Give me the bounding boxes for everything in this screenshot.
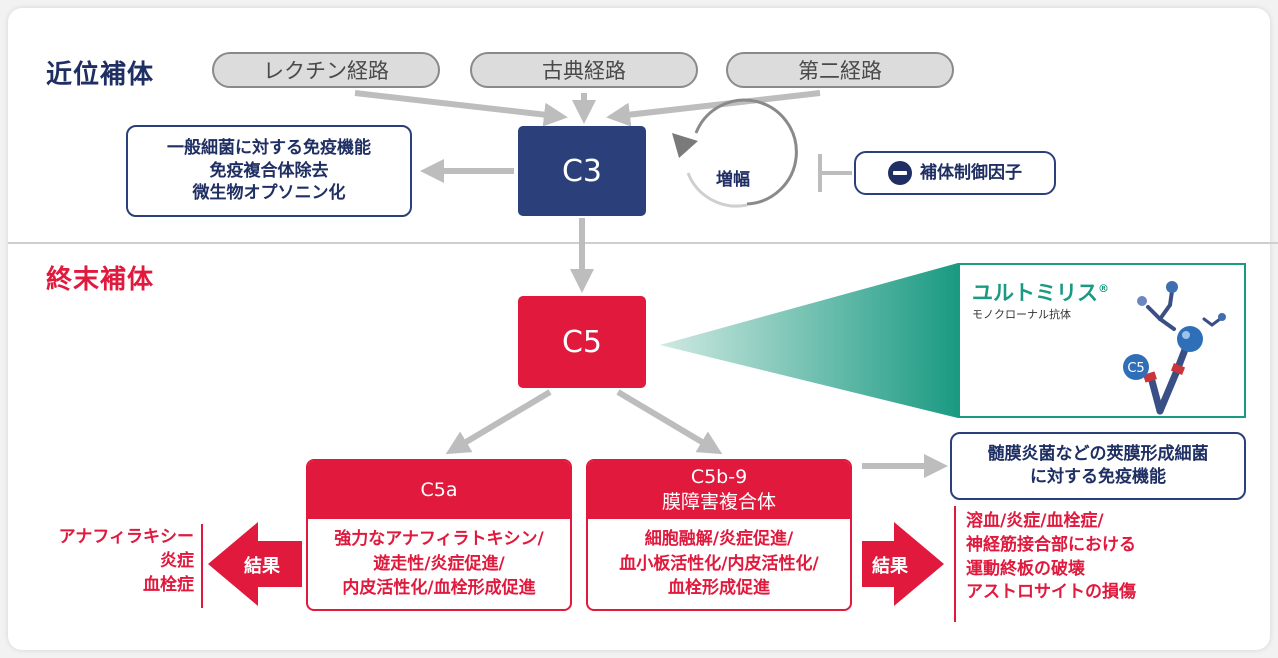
arrow-alternative-to-c3 — [606, 90, 821, 127]
alternative-pathway: 第二経路 — [726, 52, 954, 88]
c5b9-effects: 細胞融解/炎症促進/ 血小板活性化/内皮活性化/ 血栓形成促進 — [588, 519, 850, 609]
c5a-effects: 強力なアナフィラトキシン/ 遊走性/炎症促進/ 内皮活性化/血栓形成促進 — [308, 519, 570, 609]
c5b9-effect-item: 細胞融解/炎症促進/ — [644, 529, 794, 550]
c3-function-item: 微生物オプソニン化 — [192, 183, 346, 204]
minus-circle-icon — [888, 161, 912, 185]
encapsulated-line: 髄膜炎菌などの莢膜形成細菌 — [987, 444, 1209, 465]
c5-antigen-label: C5 — [1127, 361, 1144, 376]
c5a-box: C5a 強力なアナフィラトキシン/ 遊走性/炎症促進/ 内皮活性化/血栓形成促進 — [306, 459, 572, 611]
registered-mark: ® — [1098, 282, 1109, 295]
c5b9-result-item: アストロサイトの損傷 — [966, 582, 1136, 603]
c5b9-subtitle: 膜障害複合体 — [661, 491, 776, 513]
c5b9-result-label: 結果 — [872, 556, 908, 577]
c5b9-header: C5b-9 膜障害複合体 — [588, 461, 850, 519]
c5b9-effect-item: 血栓形成促進 — [668, 578, 770, 599]
c3-function-item: 一般細菌に対する免疫機能 — [167, 137, 371, 158]
drug-binding-wedge — [660, 263, 958, 418]
lectin-pathway: レクチン経路 — [212, 52, 440, 88]
section-divider — [8, 242, 1278, 244]
c5a-results-bar — [201, 524, 203, 608]
c5b9-title: C5b-9 — [690, 466, 748, 489]
c5b9-result-item: 溶血/炎症/血栓症/ — [966, 511, 1104, 531]
c5b9-result-arrow — [862, 522, 944, 606]
c5b9-result-item: 神経筋接合部における — [966, 534, 1136, 555]
ultomiris-panel: ユルトミリス® モノクローナル抗体 — [958, 263, 1246, 418]
c3-function-item: 免疫複合体除去 — [209, 160, 329, 181]
terminal-complement-title: 終末補体 — [46, 265, 155, 295]
c3-node: C3 — [518, 126, 646, 216]
proximal-complement-title: 近位補体 — [46, 60, 155, 90]
c5b9-results: 溶血/炎症/血栓症/ 神経筋接合部における 運動終板の破壊 アストロサイトの損傷 — [966, 510, 1136, 605]
c5a-effect-item: 強力なアナフィラトキシン/ — [334, 529, 544, 550]
c5a-results: アナフィラキシー 炎症 血栓症 — [59, 526, 194, 597]
c5a-result-arrow — [208, 522, 302, 606]
c5a-title: C5a — [420, 478, 458, 501]
drug-name: ユルトミリス — [972, 281, 1098, 305]
c5-node: C5 — [518, 296, 646, 388]
drug-name-line: ユルトミリス® — [972, 277, 1109, 307]
regulator-label: 補体制御因子 — [920, 162, 1022, 183]
complement-regulator-box: 補体制御因子 — [854, 151, 1056, 195]
arrow-c5-to-c5b9 — [616, 389, 723, 455]
amplification-cycle-icon — [694, 98, 798, 206]
encapsulated-line: に対する免疫機能 — [1030, 467, 1166, 487]
c5b9-result-item: 運動終板の破壊 — [966, 558, 1085, 579]
c5a-result-item: 血栓症 — [143, 574, 194, 595]
c5b9-results-bar — [954, 506, 956, 622]
c5b9-box: C5b-9 膜障害複合体 細胞融解/炎症促進/ 血小板活性化/内皮活性化/ 血栓… — [586, 459, 852, 611]
c5a-header: C5a — [308, 461, 570, 519]
arrow-lectin-to-c3 — [354, 90, 568, 127]
drug-type: モノクローナル抗体 — [972, 308, 1071, 321]
arrow-c5-to-c5a — [445, 389, 552, 455]
c3-functions-box: 一般細菌に対する免疫機能 免疫複合体除去 微生物オプソニン化 — [126, 125, 412, 217]
c5a-result-item: 炎症 — [160, 550, 194, 571]
c5a-effect-item: 遊走性/炎症促進/ — [373, 553, 505, 574]
c5a-result-label: 結果 — [244, 556, 280, 577]
c5a-effect-item: 内皮活性化/血栓形成促進 — [342, 578, 536, 599]
amplification-label: 増幅 — [716, 170, 750, 190]
encapsulated-bacteria-box: 髄膜炎菌などの莢膜形成細菌 に対する免疫機能 — [950, 432, 1246, 500]
c5b9-effect-item: 血小板活性化/内皮活性化/ — [619, 553, 819, 574]
classical-pathway: 古典経路 — [470, 52, 698, 88]
c5a-result-item: アナフィラキシー — [58, 527, 194, 547]
antibody-illustration: C5 — [1123, 281, 1226, 415]
